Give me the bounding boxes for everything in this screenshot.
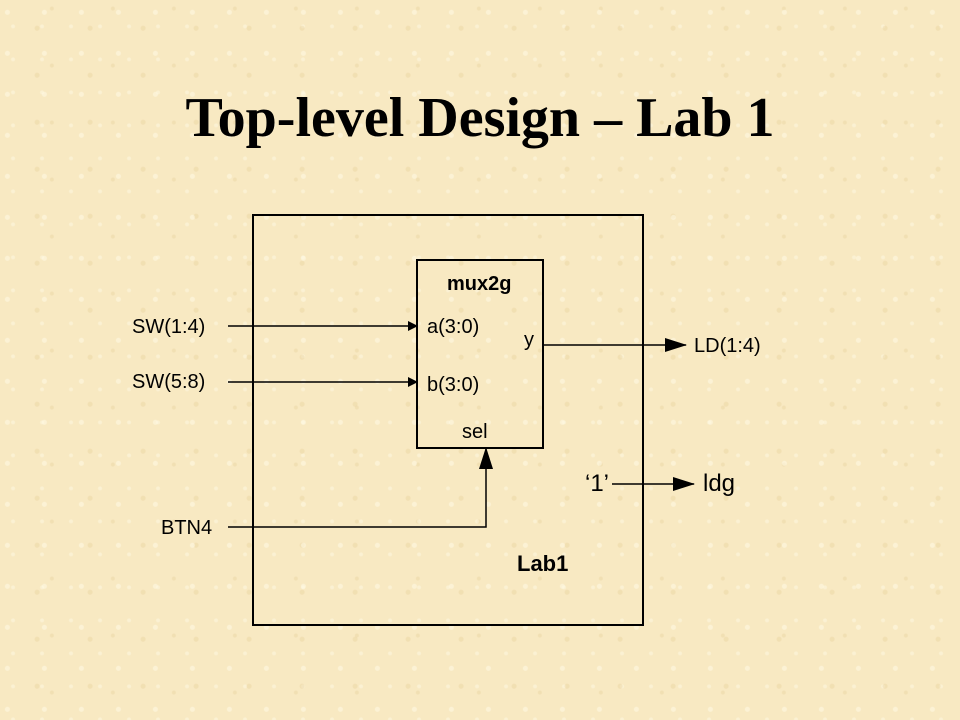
port-a-label: a(3:0) [427,316,479,338]
slide-title: Top-level Design – Lab 1 [185,87,775,149]
constant-one-label: ‘1’ [585,470,609,497]
lab1-block [252,214,644,626]
port-y-label: y [524,329,534,351]
wire-btn4 [228,447,493,528]
mux2g-label: mux2g [447,273,511,295]
output-ld-label: LD(1:4) [694,335,761,357]
input-btn4-label: BTN4 [161,517,212,539]
input-sw-5-8-label: SW(5:8) [132,371,205,393]
port-b-label: b(3:0) [427,374,479,396]
lab1-label: Lab1 [517,551,568,576]
output-ldg-label: ldg [703,470,735,497]
input-sw-1-4-label: SW(1:4) [132,316,205,338]
port-sel-label: sel [462,421,488,443]
